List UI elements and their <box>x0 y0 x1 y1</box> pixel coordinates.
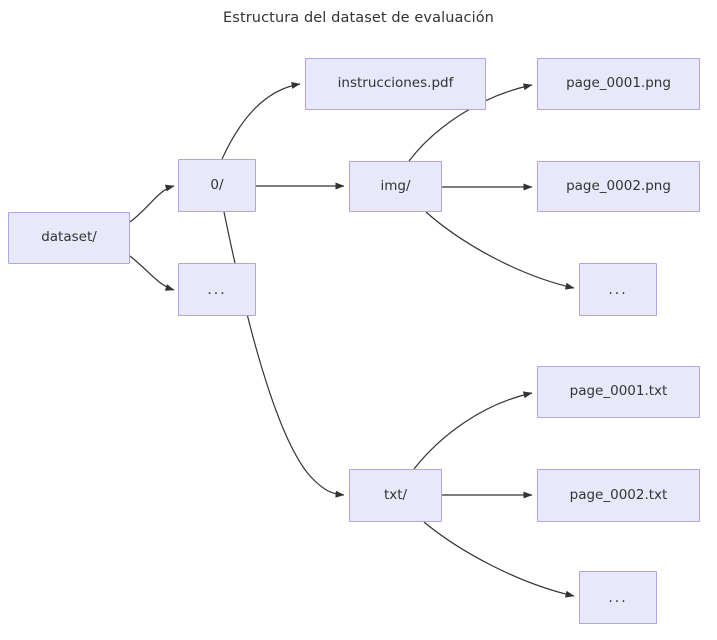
node-label-zero: 0/ <box>210 176 224 193</box>
node-txt1[interactable]: page_0001.txt <box>537 366 700 418</box>
node-img[interactable]: img/ <box>349 161 442 212</box>
edge-img-to-more_img <box>425 211 575 290</box>
node-png2[interactable]: page_0002.png <box>537 161 700 212</box>
node-label-more_txt: ... <box>608 589 628 606</box>
node-more_root[interactable]: ... <box>178 263 256 316</box>
edge-dataset-to-zero <box>129 184 175 223</box>
edge-txt-to-more_txt <box>423 521 575 598</box>
node-label-png2: page_0002.png <box>566 177 671 194</box>
node-label-more_img: ... <box>608 281 628 298</box>
node-label-instrucciones: instrucciones.pdf <box>337 75 454 92</box>
page-title: Estructura del dataset de evaluación <box>223 10 494 26</box>
node-label-dataset: dataset/ <box>41 229 97 246</box>
node-label-txt2: page_0002.txt <box>569 486 668 503</box>
node-label-more_root: ... <box>207 281 227 298</box>
node-more_txt[interactable]: ... <box>579 571 657 624</box>
edge-txt-to-txt1 <box>413 391 533 470</box>
edge-zero-to-instrucciones <box>221 81 301 160</box>
node-txt[interactable]: txt/ <box>349 469 442 522</box>
node-more_img[interactable]: ... <box>579 263 657 316</box>
node-txt2[interactable]: page_0002.txt <box>537 469 700 522</box>
node-label-txt1: page_0001.txt <box>569 383 668 400</box>
node-instrucciones[interactable]: instrucciones.pdf <box>305 58 486 110</box>
edge-dataset-to-more_root <box>129 255 175 291</box>
node-label-txt: txt/ <box>383 486 408 503</box>
edge-zero-to-txt <box>223 211 345 498</box>
node-zero[interactable]: 0/ <box>178 159 256 212</box>
node-label-img: img/ <box>380 177 411 194</box>
node-png1[interactable]: page_0001.png <box>537 58 700 110</box>
node-label-png1: page_0001.png <box>566 75 671 92</box>
edge-img-to-png1 <box>408 83 533 162</box>
node-dataset[interactable]: dataset/ <box>8 212 130 264</box>
